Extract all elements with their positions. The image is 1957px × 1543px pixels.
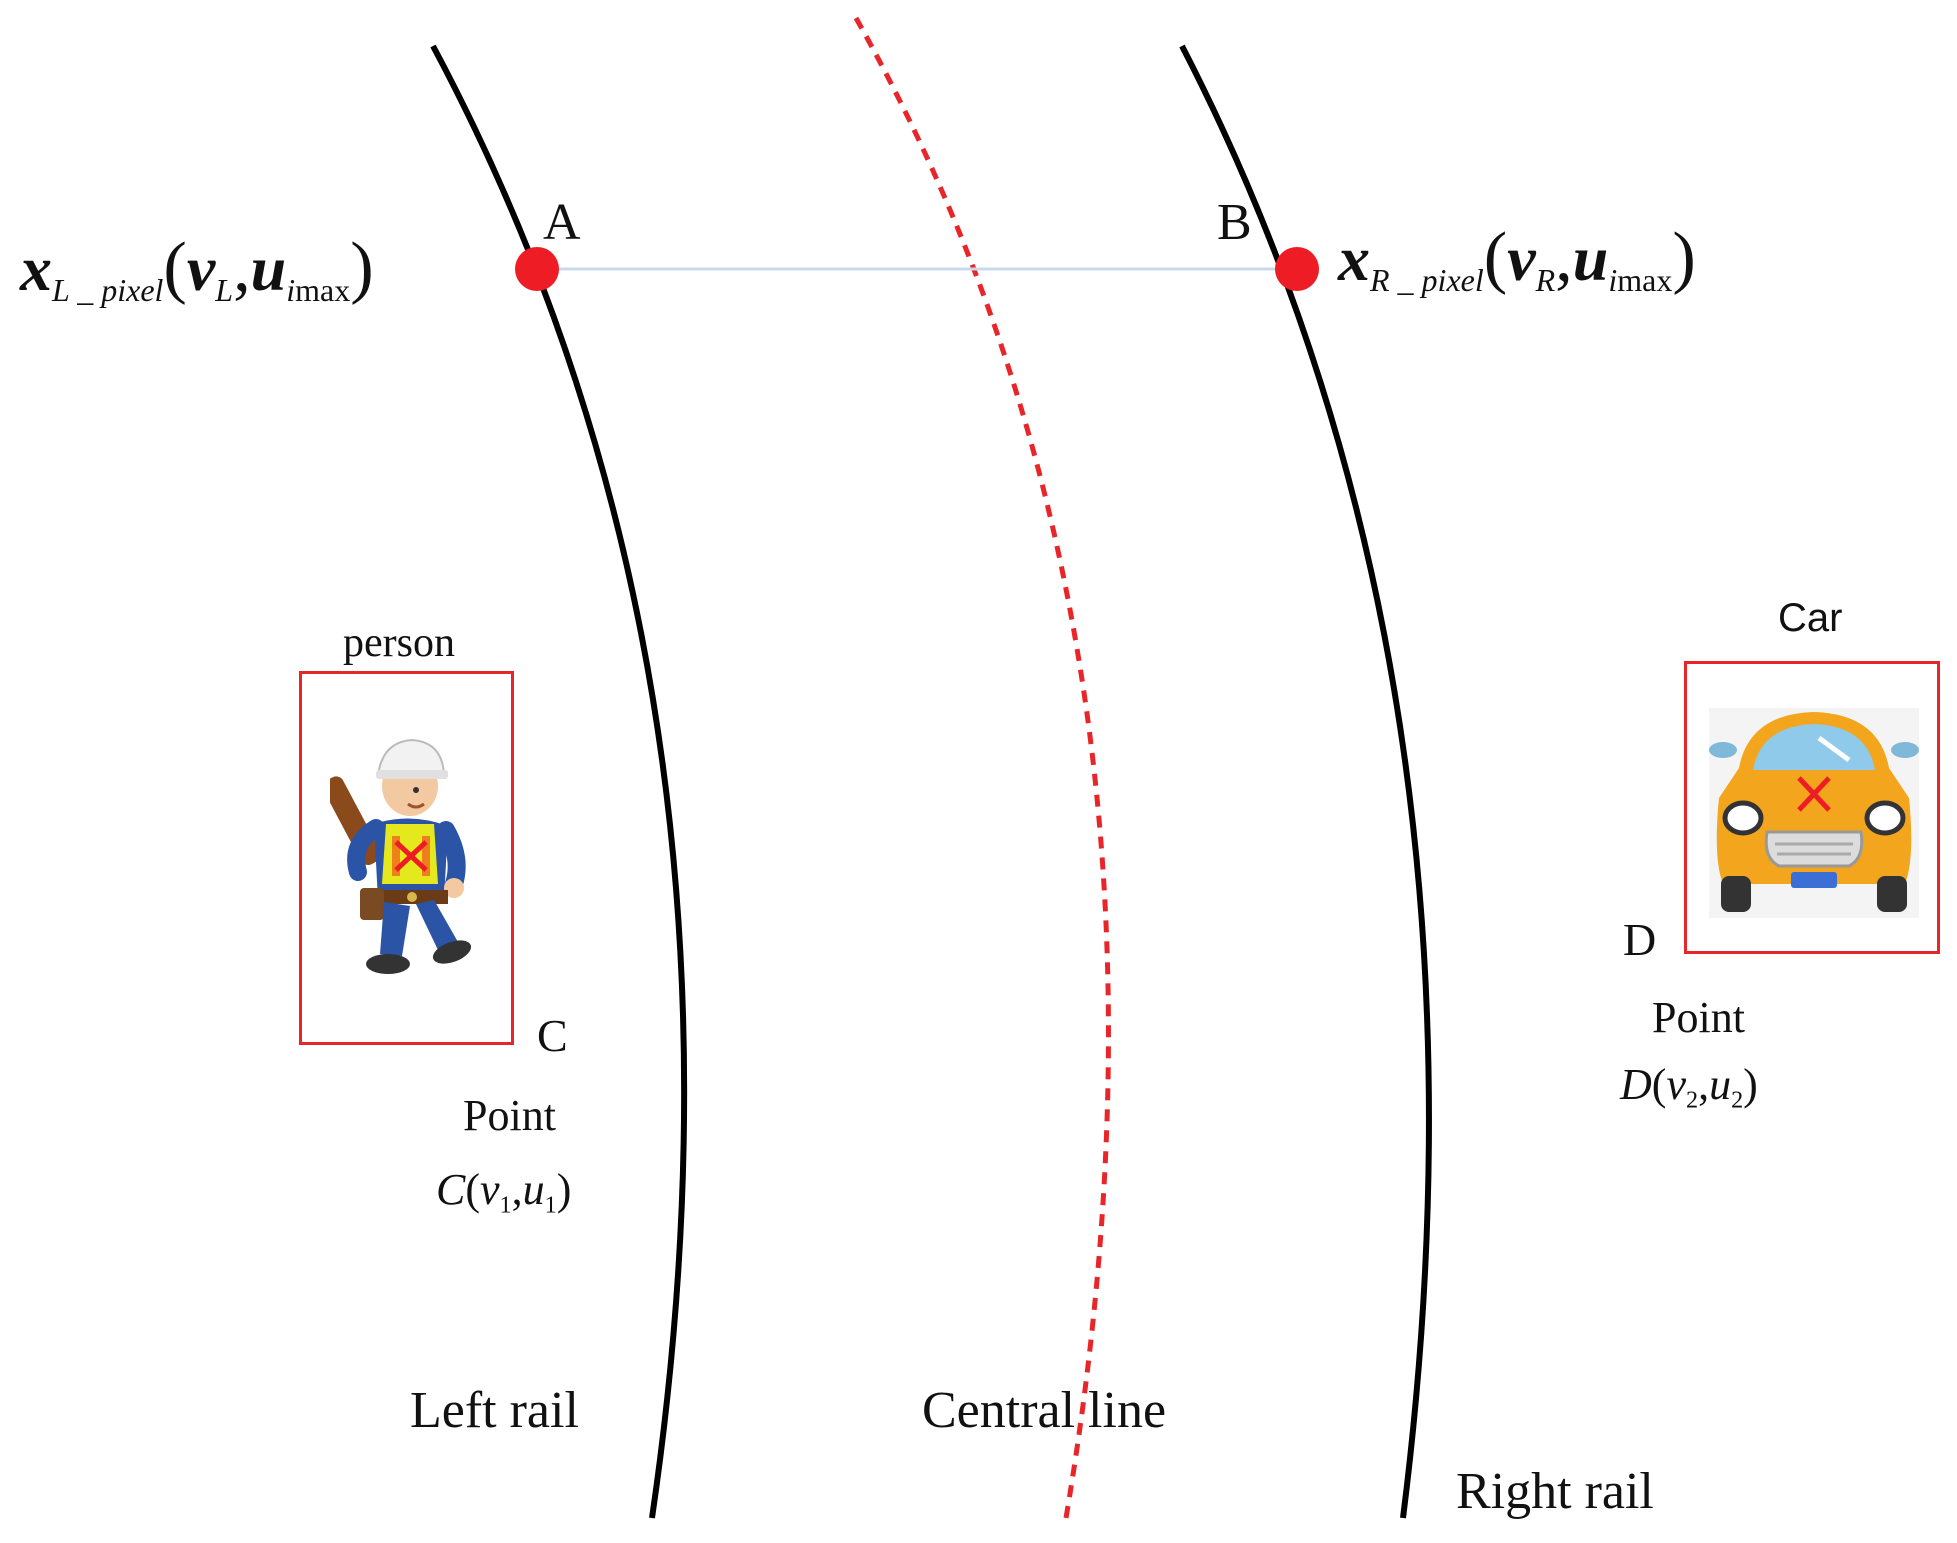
point-d-coordinates: D(v2,u2) — [1620, 1060, 1758, 1114]
formula-v-sub: L — [215, 272, 234, 309]
left-rail-label: Left rail — [410, 1382, 579, 1439]
formula-v-sub: R — [1535, 262, 1556, 299]
formula-u: u — [1572, 223, 1609, 294]
car-icon — [1709, 708, 1919, 918]
formula-u-sub-max: max — [1617, 262, 1673, 299]
point-c-coordinates: C(v1,u1) — [436, 1165, 572, 1219]
coord-u-sub: 1 — [544, 1191, 557, 1219]
person-label: person — [343, 620, 455, 666]
car-label: Car — [1778, 596, 1843, 640]
point-b-marker — [1275, 247, 1319, 291]
right-rail-line — [1179, 44, 1432, 1519]
formula-u-sub-max: max — [295, 272, 351, 309]
coord-v-sub: 1 — [499, 1191, 512, 1219]
formula-v: v — [186, 233, 216, 304]
person-bounding-box — [299, 671, 514, 1045]
point-d-caption: Point — [1652, 993, 1745, 1042]
point-c-caption: Point — [463, 1091, 556, 1140]
formula-u-sub-i: i — [286, 272, 296, 309]
formula-var-sub: L _ pixel — [52, 272, 164, 309]
coord-u: u — [1709, 1060, 1732, 1109]
left-pixel-formula: xL _ pixel(vL,uimax) — [20, 228, 374, 309]
right-rail-label: Right rail — [1456, 1463, 1654, 1520]
left-rail-line — [430, 44, 688, 1519]
formula-v: v — [1507, 223, 1536, 294]
coord-u-sub: 2 — [1731, 1086, 1744, 1114]
point-c-label: C — [537, 1010, 568, 1061]
point-b-label: B — [1217, 194, 1252, 251]
formula-u-sub-i: i — [1608, 262, 1618, 299]
car-bounding-box — [1684, 661, 1940, 954]
coord-name: D — [1620, 1060, 1652, 1109]
coord-v-sub: 2 — [1685, 1086, 1699, 1114]
right-pixel-formula: xR _ pixel(vR,uimax) — [1338, 218, 1696, 299]
formula-var-sub: R _ pixel — [1370, 262, 1484, 299]
central-line-label: Central line — [922, 1382, 1167, 1439]
point-d-label: D — [1623, 914, 1657, 965]
formula-var: x — [1338, 223, 1370, 294]
formula-u: u — [250, 233, 287, 304]
coord-u: u — [522, 1165, 545, 1214]
coord-v: v — [1666, 1060, 1686, 1109]
point-a-marker — [515, 247, 559, 291]
point-a-label: A — [543, 194, 581, 251]
central-line — [853, 16, 1111, 1519]
construction-worker-icon — [330, 738, 472, 974]
coord-v: v — [480, 1165, 500, 1214]
coord-name: C — [436, 1165, 466, 1214]
formula-var: x — [20, 233, 52, 304]
